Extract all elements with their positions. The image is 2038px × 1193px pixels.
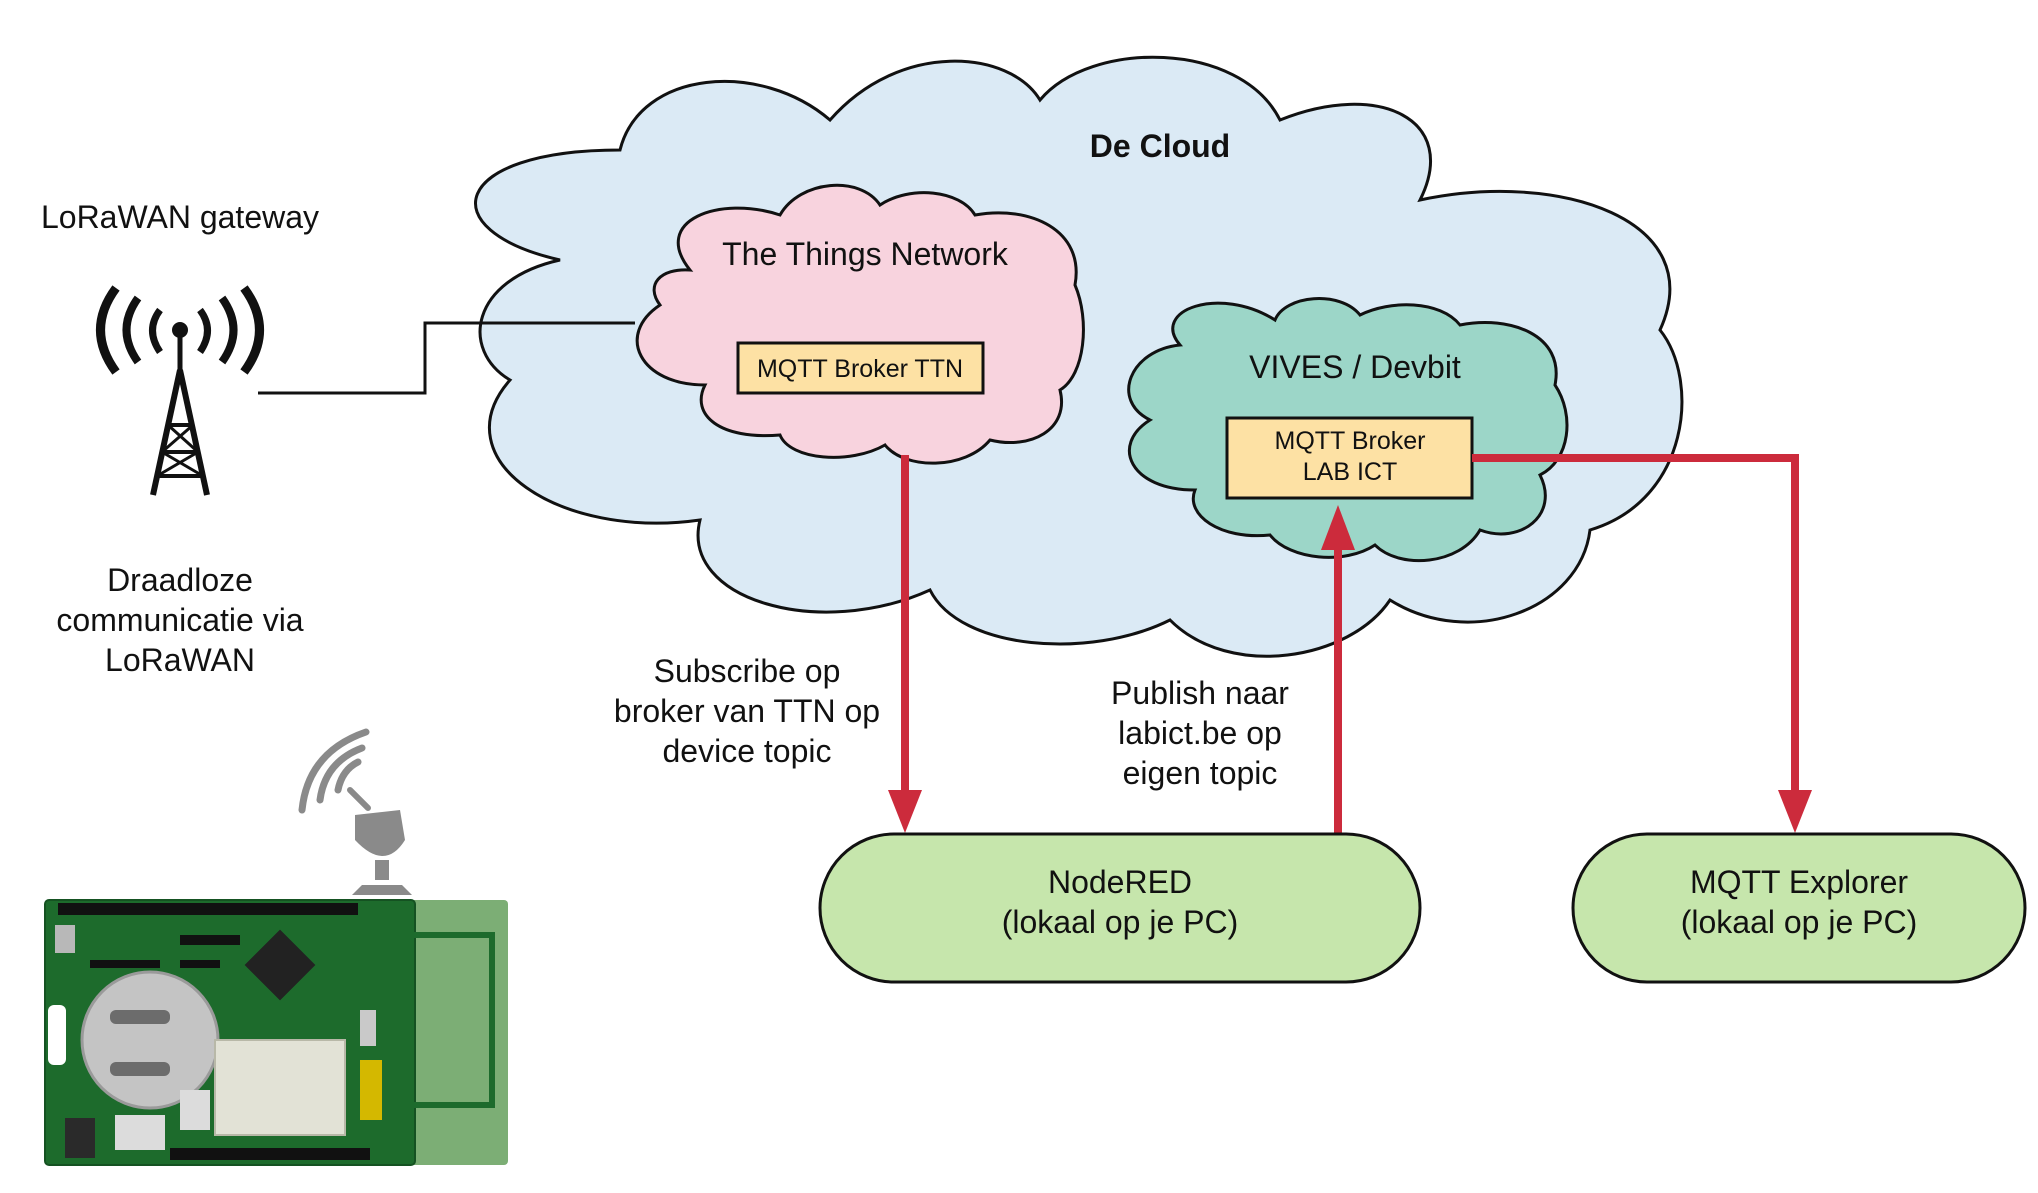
vives-broker-box [1225, 416, 1474, 500]
nodered-node [818, 832, 1422, 984]
mqtt-explorer-node [1571, 832, 2027, 984]
wireless-text-1: Draadloze [107, 562, 253, 598]
explorer-title: MQTT Explorer [1690, 864, 1908, 900]
radio-tower-icon [96, 285, 264, 496]
publish-text-1: Publish naar [1111, 675, 1289, 711]
vives-broker-label-line2: LAB ICT [1303, 458, 1397, 486]
subscribe-text-2: broker van TTN op [614, 693, 880, 729]
publish-arrow [1321, 505, 1355, 835]
subscribe-arrow [888, 455, 922, 833]
ttn-title: The Things Network [722, 236, 1009, 272]
subscribe-text-3: device topic [663, 733, 832, 769]
nodered-title: NodeRED [1048, 864, 1192, 900]
gateway-connection-line [258, 321, 635, 395]
vives-title: VIVES / Devbit [1249, 349, 1461, 385]
explorer-arrow [1472, 454, 1812, 833]
nodered-subtitle: (lokaal op je PC) [1002, 904, 1239, 940]
gateway-label: LoRaWAN gateway [41, 199, 319, 235]
ttn-broker-label: MQTT Broker TTN [757, 355, 963, 383]
cloud-title: De Cloud [1090, 128, 1230, 164]
vives-broker-label-line1: MQTT Broker [1275, 427, 1426, 455]
iot-board-image [44, 899, 508, 1166]
wireless-text-3: LoRaWAN [105, 642, 255, 678]
satellite-dish-icon [298, 728, 412, 895]
explorer-subtitle: (lokaal op je PC) [1681, 904, 1918, 940]
wireless-text-2: communicatie via [56, 602, 303, 638]
publish-text-3: eigen topic [1123, 755, 1278, 791]
subscribe-text-1: Subscribe op [654, 653, 841, 689]
publish-text-2: labict.be op [1118, 715, 1282, 751]
ttn-broker-box [736, 341, 985, 395]
